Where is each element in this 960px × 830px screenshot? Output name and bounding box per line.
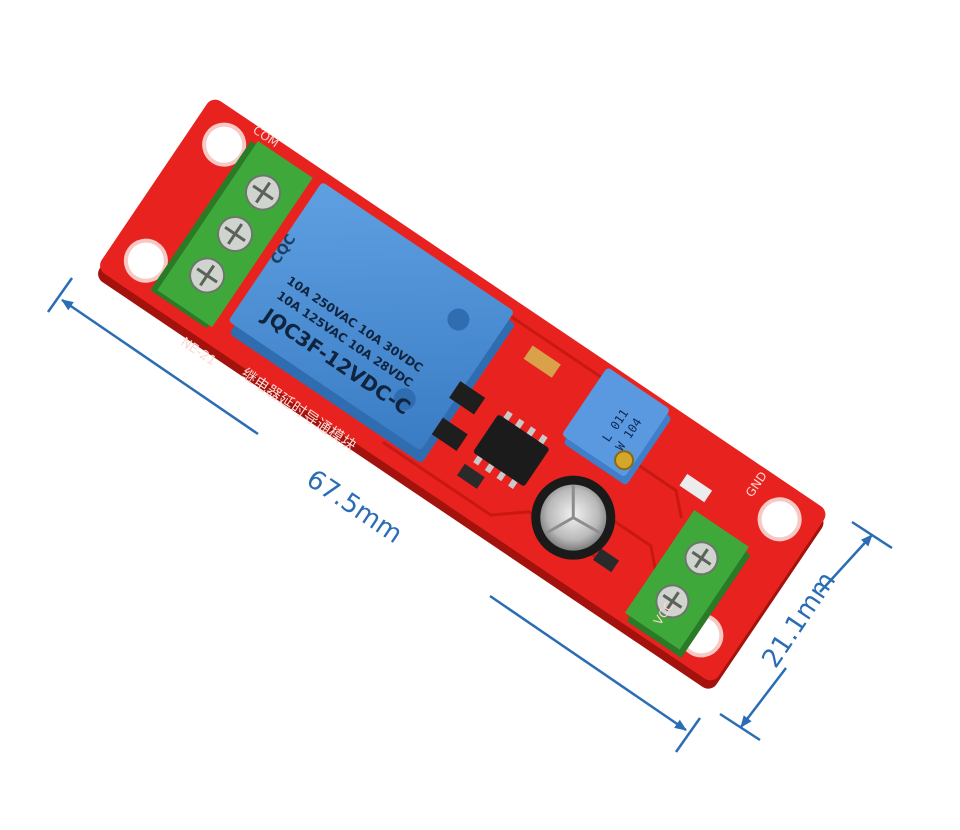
electrolytic-capacitor — [531, 475, 616, 560]
smd-components — [431, 345, 713, 573]
potentiometer[interactable] — [558, 367, 675, 486]
pcb-board: COM CQC — [98, 99, 826, 689]
potentiometer-adjust-screw[interactable] — [612, 448, 637, 473]
width-dimension — [719, 520, 893, 742]
length-dimension — [46, 277, 702, 753]
terminal-block-output — [150, 140, 313, 329]
mounting-holes — [123, 122, 802, 658]
relay: CQC — [229, 183, 514, 463]
terminal-block-power — [624, 509, 751, 659]
ic-chip — [473, 410, 549, 490]
